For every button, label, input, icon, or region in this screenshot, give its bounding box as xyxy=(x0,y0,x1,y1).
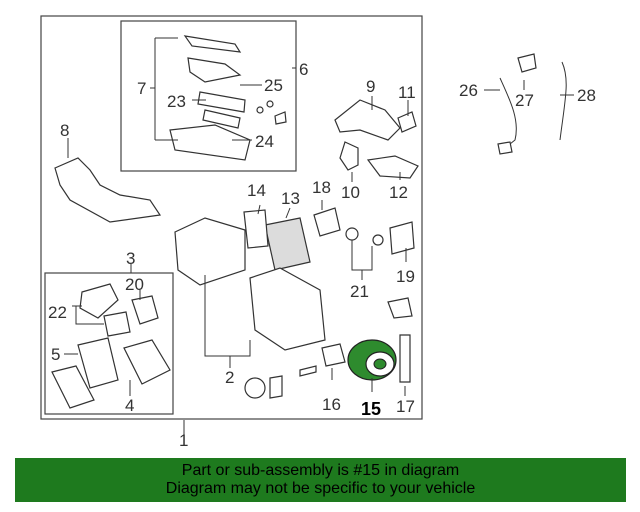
callout-26: 26 xyxy=(459,81,478,100)
callout-8: 8 xyxy=(60,121,69,140)
callout-22: 22 xyxy=(48,303,67,322)
callout-4: 4 xyxy=(125,396,134,415)
module-part-18 xyxy=(313,207,341,237)
callout-2: 2 xyxy=(225,368,234,387)
part-20 xyxy=(131,295,159,325)
clip-unlabeled-b xyxy=(299,365,317,377)
duct-assembly-6 xyxy=(169,35,287,161)
cap-part-2 xyxy=(244,377,266,399)
callout-10: 10 xyxy=(341,183,360,202)
duct-part-8 xyxy=(54,157,162,223)
banner-line-1: Part or sub-assembly is #15 in diagram xyxy=(181,462,460,479)
callout-14: 14 xyxy=(247,181,266,200)
sensor-part-21b xyxy=(372,234,384,246)
callout-5: 5 xyxy=(51,345,60,364)
evaporator-part-13 xyxy=(264,217,311,271)
callout-17: 17 xyxy=(396,397,415,416)
heater-case-lower xyxy=(249,267,326,351)
blower-motor-part-15 xyxy=(347,339,397,381)
callout-25: 25 xyxy=(264,76,283,95)
callout-27: 27 xyxy=(515,91,534,110)
fan-housing-22 xyxy=(79,283,119,319)
actuator-part-19 xyxy=(389,221,415,255)
housing-part-4 xyxy=(123,339,171,385)
duct-part-9 xyxy=(334,99,401,141)
sensor-part-21a xyxy=(345,227,359,241)
callout-1: 1 xyxy=(179,431,188,450)
callout-21: 21 xyxy=(350,282,369,301)
callout-15: 15 xyxy=(361,399,381,419)
heater-case xyxy=(174,217,246,286)
callout-23: 23 xyxy=(167,92,186,111)
filter-frame xyxy=(51,365,95,409)
leader-lines xyxy=(64,37,574,445)
callout-19: 19 xyxy=(396,267,415,286)
callout-11: 11 xyxy=(398,83,416,102)
callout-20: 20 xyxy=(125,275,144,294)
resistor-part-16 xyxy=(321,343,346,367)
bracket-unlabeled xyxy=(387,297,413,319)
callout-9: 9 xyxy=(366,77,375,96)
clip-part-27 xyxy=(517,53,537,73)
parts-diagram: 1 2 3 4 5 6 7 8 9 10 11 12 13 14 15 16 1… xyxy=(40,15,596,450)
callout-13: 13 xyxy=(281,189,300,208)
wire-part-26 xyxy=(499,77,517,149)
hose-part-28 xyxy=(559,61,567,141)
duct-part-12 xyxy=(366,155,419,179)
cover-part-14 xyxy=(243,209,269,249)
callout-18: 18 xyxy=(312,178,331,197)
callout-24: 24 xyxy=(255,132,274,151)
info-banner: Part or sub-assembly is #15 in diagram D… xyxy=(15,458,626,502)
callout-6: 6 xyxy=(299,60,308,79)
tube-part-17 xyxy=(399,334,411,383)
callout-12: 12 xyxy=(389,183,408,202)
part-22b xyxy=(103,311,131,337)
callout-3: 3 xyxy=(126,249,135,268)
banner-line-2: Diagram may not be specific to your vehi… xyxy=(165,480,476,497)
door-part-10 xyxy=(339,141,359,171)
callout-7: 7 xyxy=(137,79,146,98)
bracket-part-11 xyxy=(397,111,417,133)
filter-part-5 xyxy=(77,337,119,389)
callout-16: 16 xyxy=(322,395,341,414)
connector-part-26 xyxy=(497,141,513,155)
clip-unlabeled-a xyxy=(269,375,283,399)
callout-28: 28 xyxy=(577,86,596,105)
